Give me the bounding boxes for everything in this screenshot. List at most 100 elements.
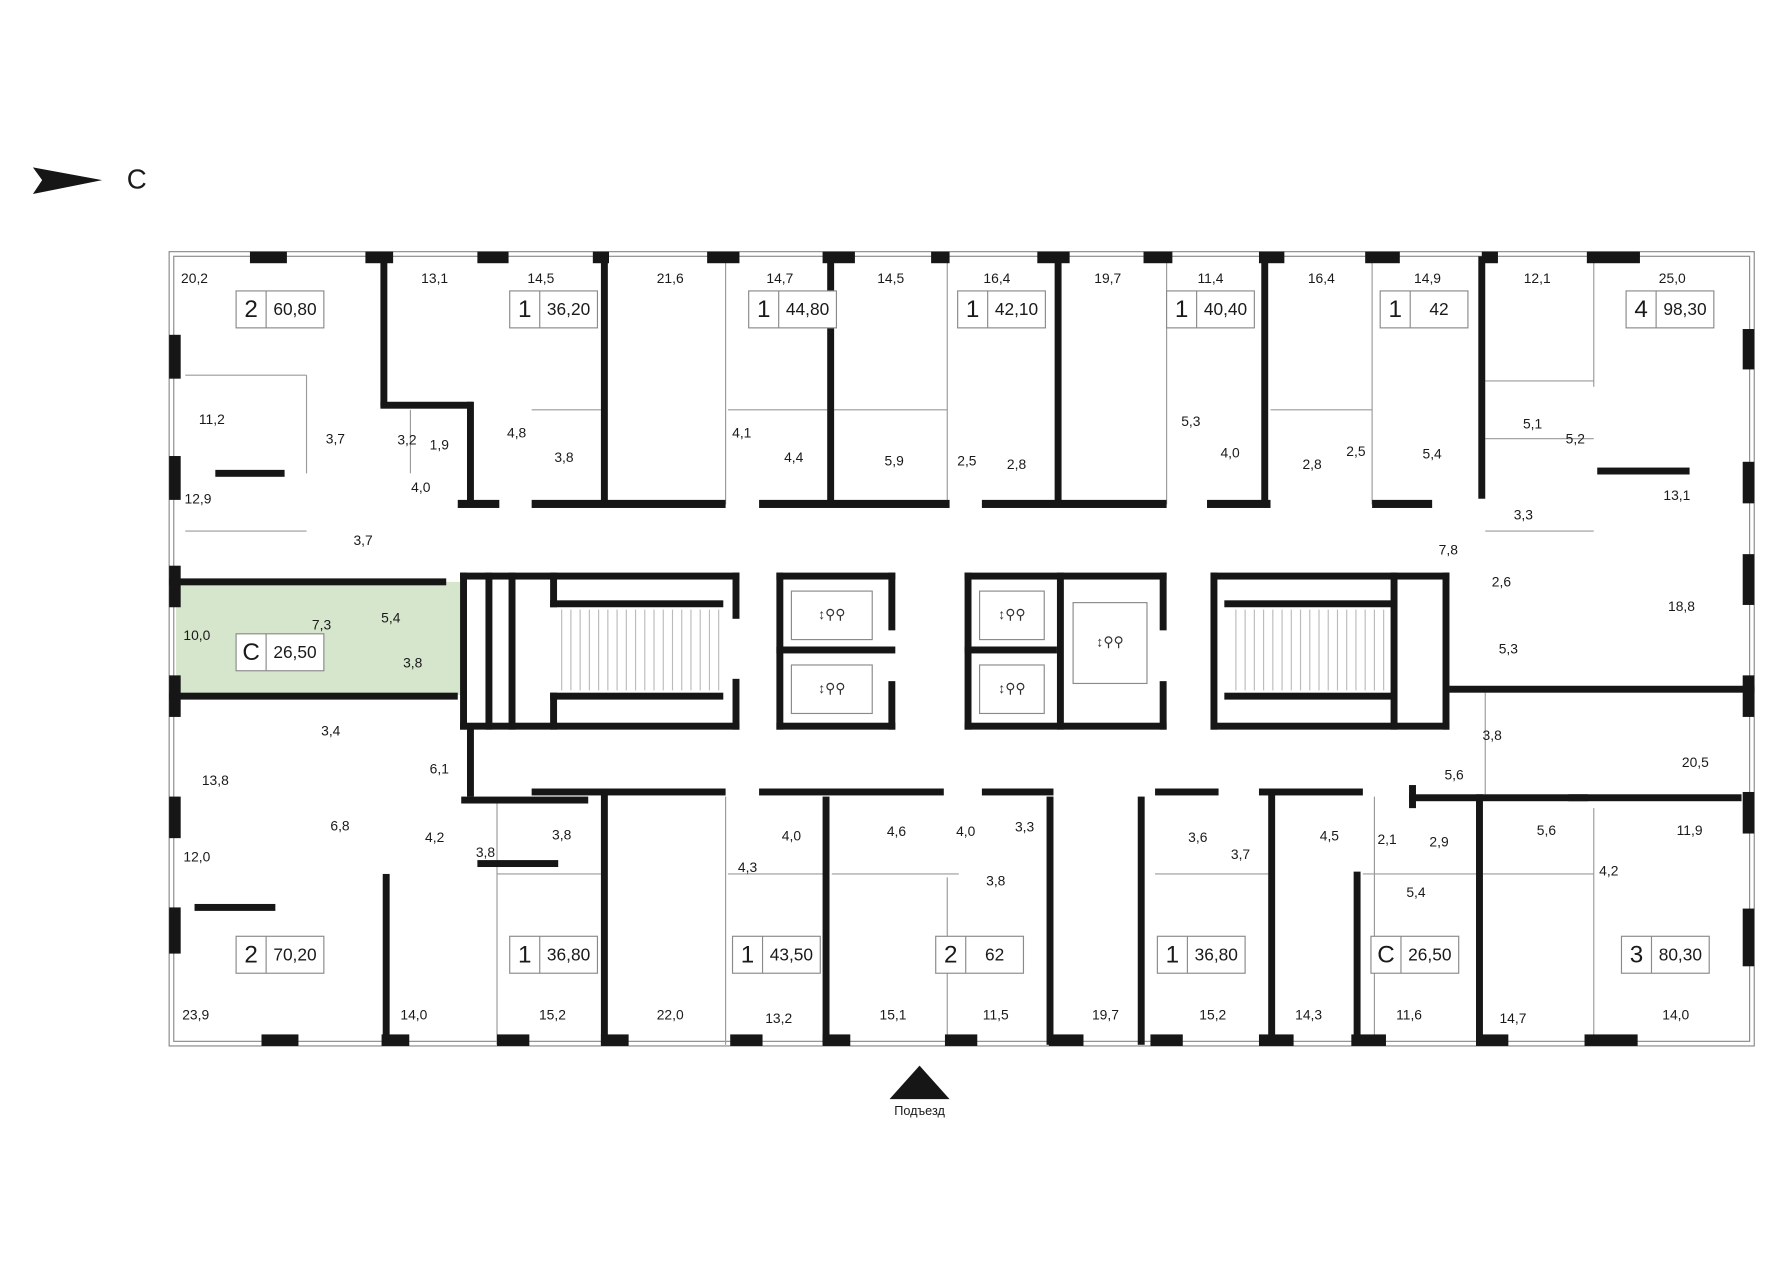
core-wall	[776, 722, 896, 730]
room-area-label: 5,2	[1566, 431, 1585, 447]
apartment-total-area: 70,20	[273, 944, 316, 964]
room-area-label: 5,4	[381, 609, 401, 625]
wall	[1478, 256, 1486, 499]
apartment-label-box	[1370, 935, 1460, 974]
core-wall	[964, 572, 1167, 580]
room-area-label: 20,5	[1682, 754, 1709, 770]
wall	[215, 469, 285, 477]
room-area-label: 4,2	[1599, 862, 1618, 878]
apartment-total-area: 98,30	[1663, 299, 1706, 319]
svg-text:↕⚲⚲: ↕⚲⚲	[998, 606, 1025, 622]
room-area-label: 5,4	[1406, 884, 1426, 900]
apartment-room-count: 2	[244, 941, 257, 968]
room-area-label: 3,8	[403, 654, 423, 670]
room-area-label: 3,8	[476, 844, 496, 860]
wall	[1048, 1034, 1084, 1046]
svg-text:↕⚲⚲: ↕⚲⚲	[1096, 634, 1123, 650]
wall	[1258, 251, 1285, 264]
core-wall	[1159, 681, 1167, 730]
wall	[1597, 467, 1690, 475]
wall	[1150, 1034, 1183, 1046]
wall	[1742, 908, 1755, 967]
room-area-label: 11,2	[199, 411, 225, 427]
wall	[1372, 499, 1433, 508]
apartment-label-box	[731, 935, 821, 974]
svg-text:↕⚲⚲: ↕⚲⚲	[998, 680, 1025, 696]
wall	[1155, 788, 1219, 796]
elevator-icon: ↕⚲⚲	[790, 664, 873, 715]
wall	[1353, 871, 1361, 1045]
apartment-total-area: 36,80	[1195, 944, 1238, 964]
room-area-label: 20,2	[181, 270, 208, 286]
room-area-label: 11,9	[1677, 822, 1703, 838]
wall	[1476, 794, 1483, 1045]
room-area-label: 5,1	[1523, 416, 1543, 432]
core-wall	[1210, 572, 1218, 730]
room-area-label: 23,9	[182, 1007, 209, 1023]
entrance-triangle-icon	[889, 1065, 950, 1100]
room-area-label: 4,0	[1220, 444, 1240, 460]
room-area-label: 3,6	[1188, 829, 1208, 845]
room-area-label: 5,6	[1537, 822, 1557, 838]
apartment-room-count: С	[242, 639, 260, 666]
svg-text:↕⚲⚲: ↕⚲⚲	[818, 606, 845, 622]
apartment-total-area: 36,80	[547, 944, 590, 964]
room-area-label: 16,4	[983, 270, 1010, 286]
wall	[1258, 788, 1363, 796]
room-area-label: 15,2	[1199, 1007, 1226, 1023]
room-area-label: 4,8	[507, 425, 527, 441]
apartment-total-area: 60,80	[273, 299, 316, 319]
wall	[1351, 1034, 1386, 1046]
room-area-label: 14,5	[527, 270, 554, 286]
apartment-label-box	[748, 290, 838, 329]
room-area-label: 6,1	[430, 761, 450, 777]
wall	[1268, 794, 1276, 1045]
core-wall	[550, 692, 558, 730]
core-wall	[1224, 692, 1398, 700]
room-area-label: 4,3	[738, 859, 758, 875]
room-area-label: 15,1	[880, 1007, 907, 1023]
wall	[169, 578, 447, 586]
core-wall	[460, 572, 740, 580]
elevator-icon: ↕⚲⚲	[979, 664, 1045, 715]
room-area-label: 11,4	[1198, 270, 1224, 286]
core-wall	[964, 722, 1167, 730]
core-wall	[888, 681, 896, 730]
core-wall	[1390, 572, 1398, 730]
apartment-room-count: 2	[944, 941, 957, 968]
core-wall	[1442, 572, 1450, 730]
wall	[457, 499, 500, 508]
core-wall	[460, 722, 740, 730]
wall	[1258, 1034, 1294, 1046]
core-wall	[1224, 600, 1398, 608]
wall	[497, 1034, 530, 1046]
apartment-total-area: 42	[1429, 299, 1448, 319]
room-area-label: 18,8	[1668, 598, 1695, 614]
room-area-label: 7,3	[312, 616, 332, 632]
wall	[194, 903, 276, 911]
interior-partitions	[185, 256, 1595, 1045]
entrance-marker[interactable]: Подъезд	[889, 1065, 950, 1119]
apartment-label-box	[235, 633, 325, 672]
compass-label: С	[127, 164, 147, 195]
wall	[944, 1034, 978, 1046]
wall	[600, 256, 608, 505]
wall	[1449, 685, 1755, 693]
room-area-label: 14,5	[877, 270, 904, 286]
